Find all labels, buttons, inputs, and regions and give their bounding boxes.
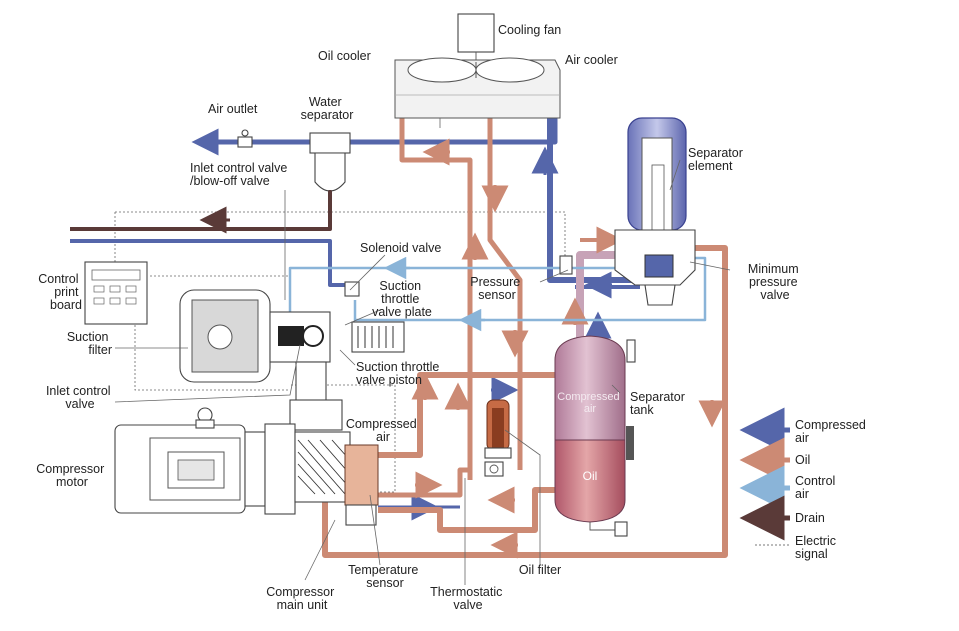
water-separator xyxy=(309,132,351,229)
label-cooling-fan: Cooling fan xyxy=(498,23,561,37)
label-oil-in-tank: Oil xyxy=(583,469,598,483)
label-separator-element: Separator element xyxy=(688,146,746,173)
label-inlet-control-blowoff: Inlet control valve /blow-off valve xyxy=(190,161,291,188)
label-inlet-control-valve: Inlet control valve xyxy=(46,384,114,411)
thermostatic-valve xyxy=(484,461,504,477)
separator-head xyxy=(614,229,696,306)
label-thermostatic-valve: Thermostatic valve xyxy=(430,585,506,612)
separator-tank xyxy=(554,335,636,537)
label-minimum-pressure-valve: Minimum pressure valve xyxy=(748,262,802,302)
label-separator-tank: Separator tank xyxy=(630,390,688,417)
label-suction-filter: Suction filter xyxy=(67,330,112,357)
svg-text:Oil: Oil xyxy=(795,453,810,467)
label-control-print-board: Control print board xyxy=(38,272,82,312)
label-oil-cooler: Oil cooler xyxy=(318,49,371,63)
label-air-outlet: Air outlet xyxy=(208,102,258,116)
suction-filter xyxy=(179,289,271,383)
pressure-sensor xyxy=(559,255,573,275)
compressor-main-unit xyxy=(294,431,379,526)
label-oil-filter: Oil filter xyxy=(519,563,561,577)
label-compressor-main-unit: Compressor main unit xyxy=(266,585,338,612)
cooling-fan xyxy=(457,13,495,62)
control-print-board xyxy=(84,261,148,325)
label-pressure-sensor: Pressure sensor xyxy=(470,275,524,302)
compressor-motor xyxy=(114,407,296,515)
label-solenoid-valve: Solenoid valve xyxy=(360,241,441,255)
leader-lines xyxy=(114,118,731,585)
label-compressed-air-unit: Compressed air xyxy=(346,417,420,444)
label-air-cooler: Air cooler xyxy=(565,53,618,67)
label-compressor-motor: Compressor motor xyxy=(36,462,108,489)
drain-line xyxy=(70,190,332,234)
cooler-block xyxy=(394,57,561,119)
air-outlet-valve xyxy=(237,129,253,148)
label-suction-throttle-plate: Suction throttle valve plate xyxy=(372,279,432,319)
oil-filter xyxy=(484,399,512,459)
label-suction-throttle-piston: Suction throttle valve piston xyxy=(356,360,443,387)
legend-oil: Oil xyxy=(739,437,810,483)
legend-drain: Drain xyxy=(739,495,825,541)
label-temperature-sensor: Temperature sensor xyxy=(348,563,422,590)
label-compressed-air-tank: Compressed air xyxy=(557,391,622,415)
inlet-valve-assembly xyxy=(269,281,405,431)
label-water-separator: Water separator xyxy=(301,95,354,122)
oil-arrows xyxy=(411,138,726,559)
svg-text:Drain: Drain xyxy=(795,511,825,525)
separator-element xyxy=(627,117,687,231)
labels: Cooling fan Oil cooler Air cooler Air ou… xyxy=(36,23,802,612)
